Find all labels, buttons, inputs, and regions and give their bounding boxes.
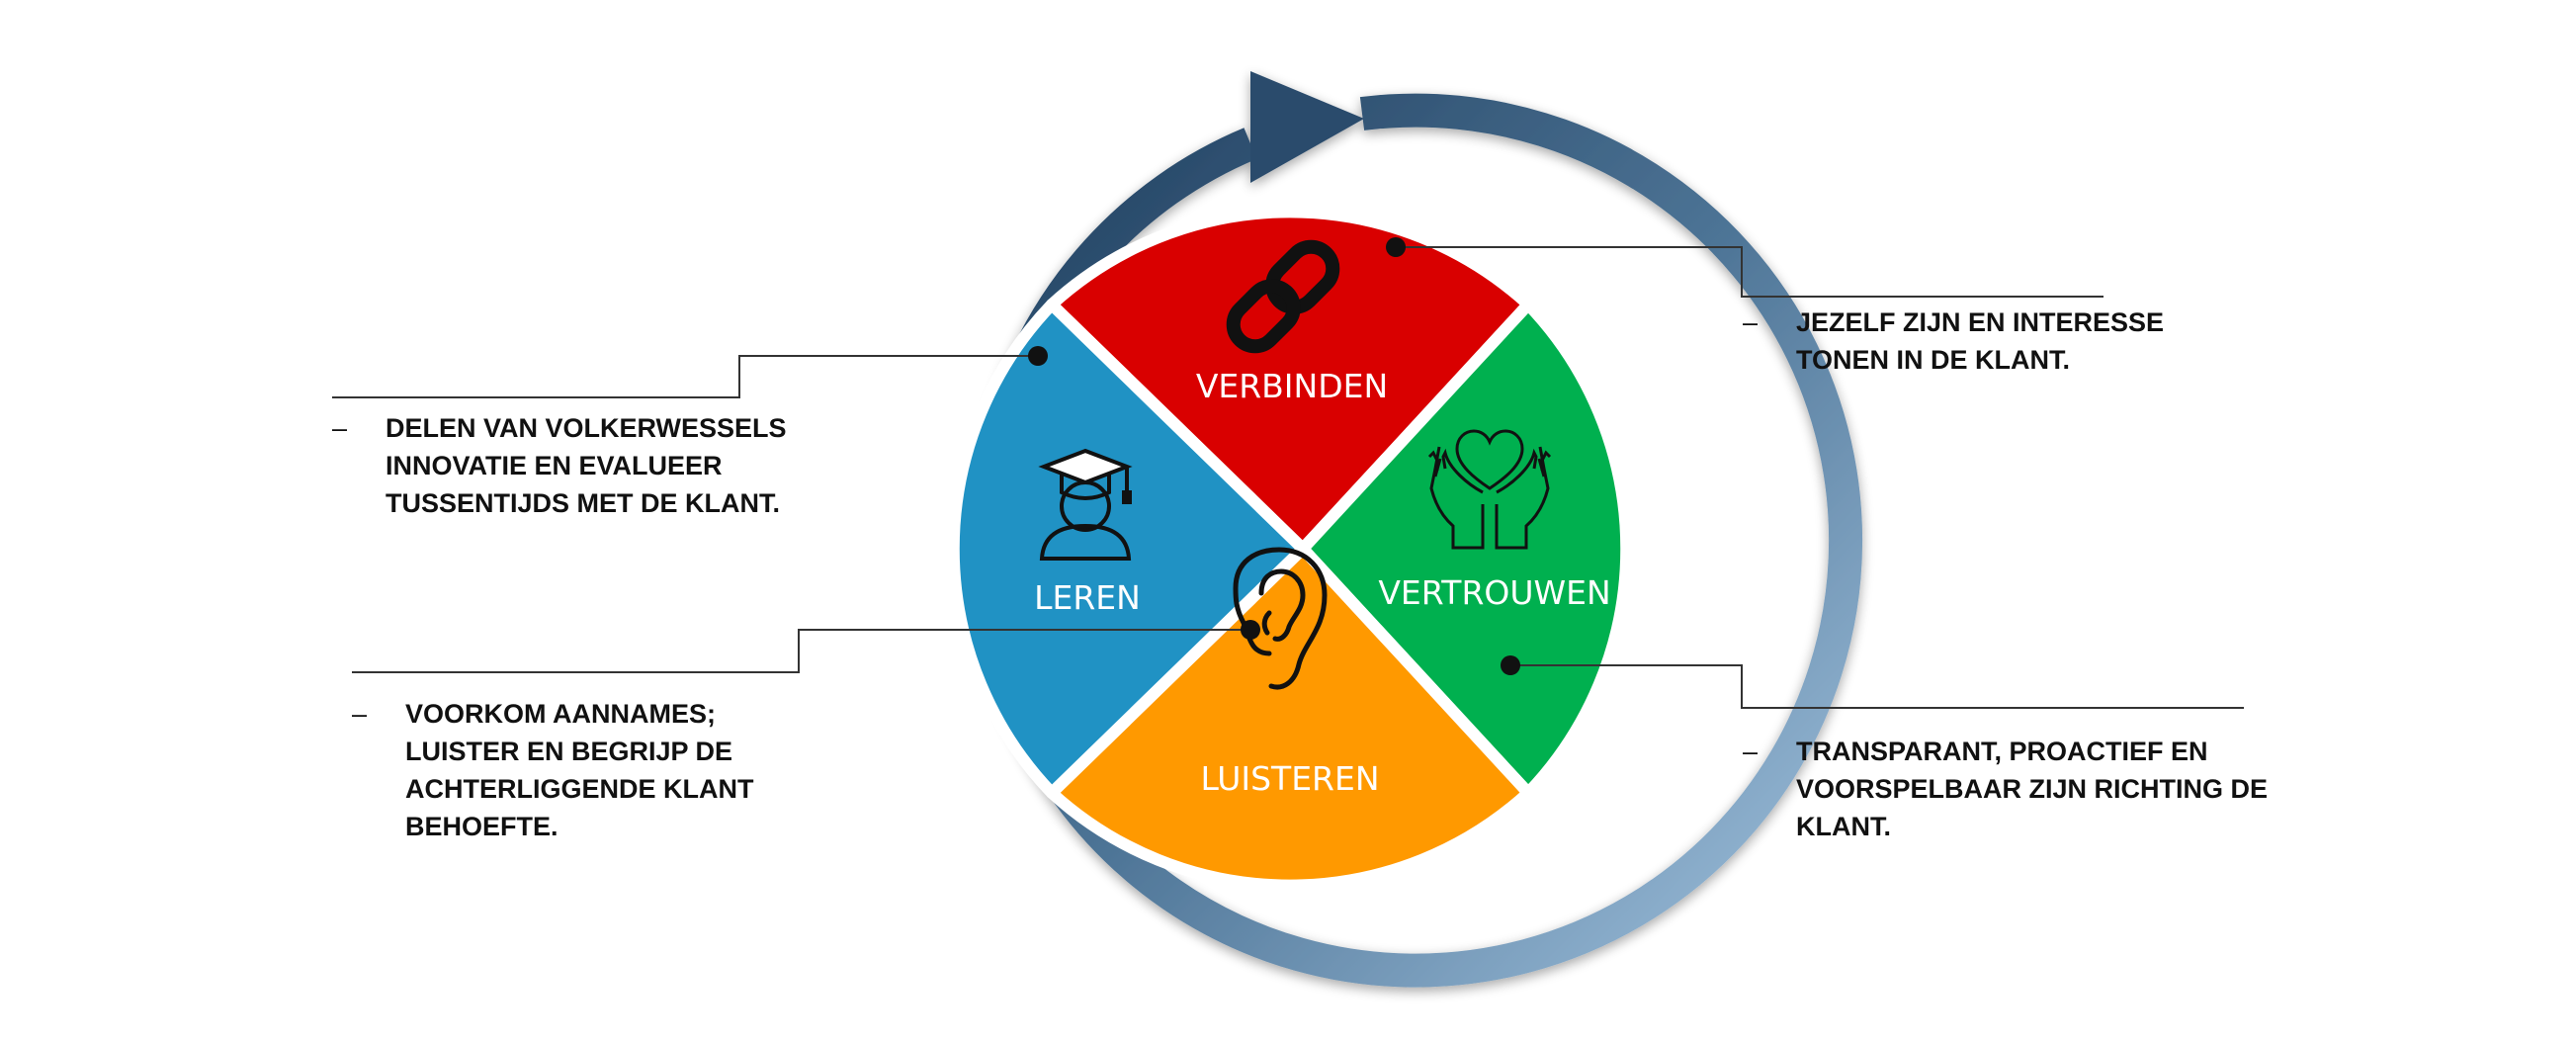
leader-lines [332, 246, 2244, 709]
leader-line-luisteren [352, 629, 1250, 673]
segment-verbinden [1046, 206, 1534, 555]
annotation-line: VOORKOM AANNAMES; [405, 699, 716, 729]
chain-link-icon [1226, 239, 1340, 354]
leader-dot-vertrouwen [1501, 655, 1520, 675]
cycle-arrow-head [1250, 71, 1364, 183]
annotation-line: TRANSPARANT, PROACTIEF EN [1796, 737, 2208, 766]
annotation-leren: – DELEN VAN VOLKERWESSELS INNOVATIE EN E… [332, 409, 787, 522]
annotation-line: TONEN IN DE KLANT. [1796, 345, 2071, 375]
segment-label-leren: LEREN [1034, 578, 1141, 617]
annotation-luisteren: – VOORKOM AANNAMES; LUISTER EN BEGRIJP D… [352, 695, 754, 845]
leader-dot-verbinden [1386, 237, 1406, 257]
leader-line-vertrouwen [1510, 664, 2244, 709]
annotation-line: TUSSENTIJDS MET DE KLANT. [386, 488, 781, 518]
graduate-icon [1038, 448, 1133, 561]
annotation-dash: – [352, 699, 368, 729]
annotation-vertrouwen: – TRANSPARANT, PROACTIEF EN VOORSPELBAAR… [1743, 733, 2269, 845]
leader-dots [1028, 237, 1520, 675]
annotation-line: VOORSPELBAAR ZIJN RICHTING DE [1796, 774, 2269, 804]
leader-dot-luisteren [1241, 620, 1260, 640]
leader-line-verbinden [1396, 246, 2104, 298]
segment-luisteren [1046, 543, 1534, 892]
annotation-line: JEZELF ZIJN EN INTERESSE [1796, 307, 2165, 337]
annotation-dash: – [1743, 307, 1759, 337]
annotation-line: DELEN VAN VOLKERWESSELS [386, 413, 787, 443]
annotation-dash: – [1743, 737, 1759, 766]
annotation-dash: – [332, 413, 348, 443]
annotation-line: INNOVATIE EN EVALUEER [386, 451, 723, 480]
leader-dot-leren [1028, 346, 1048, 366]
hands-heart-icon [1427, 429, 1552, 550]
annotation-line: LUISTER EN BEGRIJP DE [405, 737, 733, 766]
segment-label-verbinden: VERBINDEN [1196, 367, 1388, 405]
annotation-line: ACHTERLIGGENDE KLANT [405, 774, 754, 804]
leader-line-leren [332, 355, 1038, 398]
segment-label-luisteren: LUISTEREN [1200, 759, 1379, 798]
annotation-verbinden: – JEZELF ZIJN EN INTERESSE TONEN IN DE K… [1743, 304, 2165, 379]
segment-label-vertrouwen: VERTROUWEN [1378, 573, 1610, 612]
annotation-line: BEHOEFTE. [405, 812, 558, 841]
annotation-line: KLANT. [1796, 812, 1891, 841]
